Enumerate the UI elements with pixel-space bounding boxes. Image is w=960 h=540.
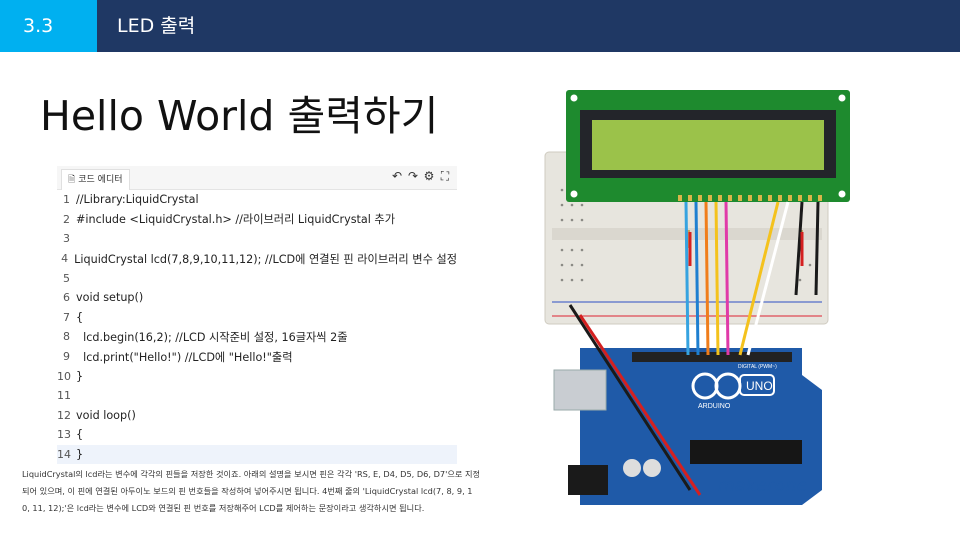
code-text: void setup() — [76, 291, 144, 305]
code-text: lcd.begin(16,2); //LCD 시작준비 설정, 16글자씩 2줄 — [76, 330, 348, 344]
code-lines[interactable]: 1 //Library:LiquidCrystal 2 #include <Liqui… — [57, 190, 457, 465]
line-number: 10 — [57, 369, 71, 383]
line-number: 1 — [63, 193, 70, 207]
code-line[interactable]: 1 //Library:LiquidCrystal — [57, 190, 457, 210]
section-number: 3.3 — [0, 0, 97, 52]
line-number: 2 — [63, 212, 70, 226]
editor-tab[interactable]: 🗎 코드 에디터 — [61, 169, 130, 190]
code-text: } — [76, 369, 84, 383]
code-text: { — [76, 428, 84, 442]
code-line[interactable]: 13 { — [57, 425, 457, 445]
code-line[interactable]: 3 — [57, 229, 457, 249]
code-text: LiquidCrystal lcd(7,8,9,10,11,12); //LCD… — [74, 252, 457, 266]
code-line[interactable]: 6 void setup() — [57, 288, 457, 308]
line-number: 14 — [57, 448, 71, 462]
code-text: #include <LiquidCrystal.h> //라이브러리 Liqui… — [76, 213, 396, 227]
line-number: 4 — [61, 252, 69, 266]
line-number: 3 — [63, 232, 70, 246]
line-number: 7 — [63, 310, 70, 324]
code-line[interactable]: 11 — [57, 386, 457, 406]
code-line[interactable]: 5 — [57, 268, 457, 288]
line-number: 9 — [63, 350, 70, 364]
line-number: 13 — [57, 428, 71, 442]
code-text: } — [76, 448, 84, 462]
code-text: { — [76, 310, 84, 324]
gear-icon[interactable]: ⚙ — [423, 169, 435, 183]
code-line[interactable]: 10} — [57, 366, 457, 386]
description: LiquidCrystal의 lcd라는 변수에 각각의 핀들을 저장한 것이죠… — [22, 466, 534, 518]
brand-text: makerone — [718, 476, 808, 496]
code-line[interactable]: 2 #include <LiquidCrystal.h> //라이브러리 Liqu… — [57, 210, 457, 230]
code-text: //Library:LiquidCrystal — [76, 193, 199, 207]
line-number: 11 — [57, 389, 71, 403]
line-number: 8 — [63, 330, 70, 344]
editor-tab-label: 코드 에디터 — [78, 175, 123, 185]
lcd-module — [566, 90, 850, 202]
arduino-board: UNO ARDUINO DIGITAL (PWM~) — [553, 348, 822, 505]
board-logo-text: UNO — [746, 379, 773, 393]
document-icon: 🗎 — [68, 175, 76, 185]
code-line[interactable]: 8 lcd.begin(16,2); //LCD 시작준비 설정, 16글자씩 … — [57, 327, 457, 347]
code-line[interactable]: 7{ — [57, 308, 457, 328]
code-editor: 🗎 코드 에디터 ↶ ↷ ⚙ ⛶ 1 //Library:LiquidCrysta… — [57, 166, 457, 465]
circuit-illustration: UNO ARDUINO DIGITAL (PWM~) — [544, 90, 850, 505]
description-line: LiquidCrystal의 lcd라는 변수에 각각의 핀들을 저장한 것이죠… — [22, 469, 481, 479]
code-line[interactable]: 14} — [57, 444, 457, 465]
line-number: 5 — [63, 271, 70, 285]
description-line: 되어 있으며, 이 핀에 연결된 아두이노 보드의 핀 번호들을 작성하여 넣어… — [22, 486, 473, 497]
line-number: 12 — [57, 408, 71, 422]
editor-toolbar: 🗎 코드 에디터 ↶ ↷ ⚙ ⛶ — [57, 166, 457, 190]
digital-label: DIGITAL (PWM~) — [738, 364, 777, 370]
description-line: 0, 11, 12);'은 lcd라는 변수에 LCD와 연결된 핀 번호를 저… — [22, 503, 425, 514]
code-line[interactable]: 9 lcd.print("Hello!") //LCD에 "Hello!"출력 — [57, 347, 457, 367]
section-title: LED 출력 — [97, 0, 960, 52]
wires — [568, 201, 820, 496]
code-text: lcd.print("Hello!") //LCD에 "Hello!"출력 — [76, 350, 293, 364]
line-number: 6 — [63, 291, 70, 305]
board-name-text: ARDUINO — [698, 403, 731, 410]
redo-icon[interactable]: ↷ — [407, 169, 419, 183]
undo-icon[interactable]: ↶ — [391, 169, 403, 183]
fullscreen-icon[interactable]: ⛶ — [440, 169, 450, 183]
code-text: void loop() — [76, 408, 136, 422]
slide-title: Hello World 출력하기 — [40, 92, 439, 140]
code-line[interactable]: 4 LiquidCrystal lcd(7,8,9,10,11,12); //LC… — [57, 249, 457, 269]
code-line[interactable]: 12 void loop() — [57, 406, 457, 426]
